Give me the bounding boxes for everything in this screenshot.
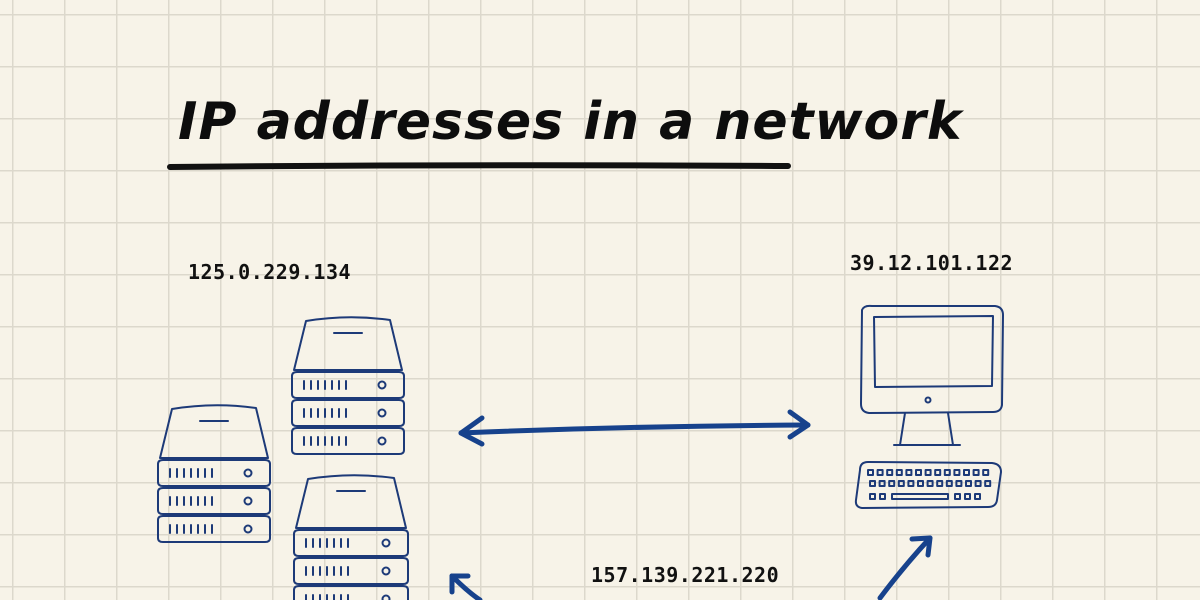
server-stack-icon: [157, 316, 409, 600]
server-unit: [293, 557, 409, 585]
key: [869, 493, 876, 500]
key: [905, 469, 913, 476]
arrow-to-computer: [877, 535, 933, 600]
title-underline: [167, 162, 791, 170]
key: [886, 469, 894, 476]
bottom-ip-label: 157.139.221.220: [591, 563, 780, 587]
computer-icon: [860, 304, 1004, 446]
key: [943, 469, 951, 476]
key: [972, 469, 980, 476]
key: [953, 469, 961, 476]
server-stack: [291, 316, 405, 455]
key: [878, 480, 886, 487]
key: [936, 480, 944, 487]
key: [965, 480, 972, 487]
key: [945, 480, 953, 487]
key: [955, 480, 963, 487]
key: [888, 480, 896, 487]
keyboard-keys: [867, 469, 992, 500]
key: [867, 469, 874, 476]
server-cap: [159, 404, 269, 459]
key: [869, 480, 876, 487]
arrow-to-server: [449, 573, 483, 600]
key: [982, 469, 990, 476]
key: [876, 469, 884, 476]
power-button: [924, 396, 932, 404]
key: [934, 469, 942, 476]
server-unit: [291, 371, 405, 399]
keyboard-frame: [854, 461, 1002, 509]
key: [907, 480, 915, 487]
key: [984, 480, 992, 487]
key: [954, 493, 961, 500]
monitor-screen: [873, 315, 994, 388]
server-unit: [157, 487, 271, 515]
key: [915, 469, 922, 476]
server-cap: [295, 474, 407, 529]
space-key: [891, 493, 949, 500]
arrow-server-computer: [458, 409, 811, 447]
server-unit: [293, 529, 409, 557]
server-unit: [293, 585, 409, 600]
server-unit: [291, 427, 405, 455]
key: [897, 480, 905, 487]
key: [895, 469, 903, 476]
key: [974, 493, 981, 500]
server-ip-label: 125.0.229.134: [188, 260, 352, 284]
server-stack: [157, 404, 271, 543]
key: [964, 493, 971, 500]
server-unit: [157, 515, 271, 543]
server-stack: [293, 474, 409, 600]
key: [963, 469, 970, 476]
keyboard-icon: [854, 461, 1002, 509]
key: [924, 469, 932, 476]
monitor-frame: [860, 304, 1004, 414]
monitor-stand: [899, 412, 954, 446]
key: [917, 480, 924, 487]
key: [879, 493, 886, 500]
key: [974, 480, 982, 487]
server-unit: [291, 399, 405, 427]
key: [926, 480, 934, 487]
server-cap: [293, 316, 403, 371]
server-unit: [157, 459, 271, 487]
diagram-title: IP addresses in a network: [178, 92, 963, 152]
computer-ip-label: 39.12.101.122: [850, 251, 1014, 275]
